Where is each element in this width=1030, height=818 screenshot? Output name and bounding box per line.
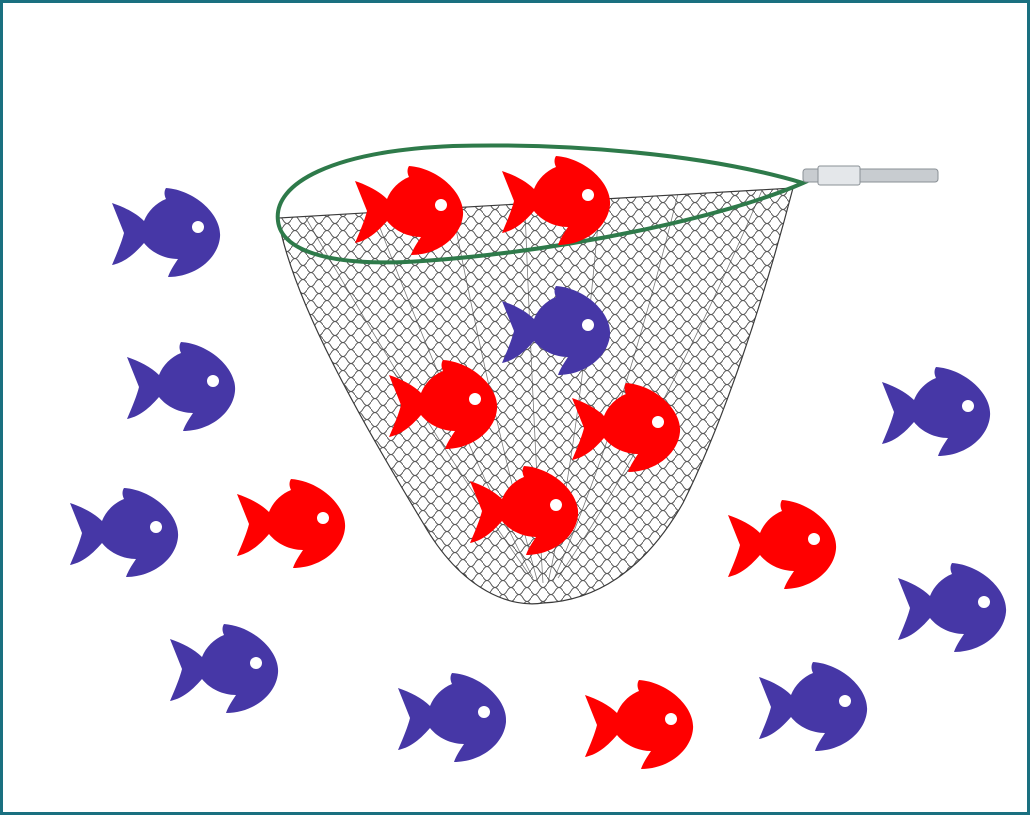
fish-icon: [585, 680, 694, 769]
landing-net-icon: [275, 143, 939, 605]
fish-icon: [398, 673, 507, 762]
fish-icon: [237, 479, 346, 568]
fish-icon: [127, 342, 236, 431]
fish-icon: [759, 662, 868, 751]
net-bag: [277, 187, 794, 605]
net-rim: [275, 143, 809, 265]
fish-icon: [882, 367, 991, 456]
fish-icon: [70, 488, 179, 577]
fish-icon: [170, 624, 279, 713]
fish-icon: [112, 188, 221, 277]
fish-icon: [728, 500, 837, 589]
fish-icon: [898, 563, 1007, 652]
fishing-net-scene: [70, 143, 1007, 769]
net-handle-collar: [817, 165, 861, 186]
